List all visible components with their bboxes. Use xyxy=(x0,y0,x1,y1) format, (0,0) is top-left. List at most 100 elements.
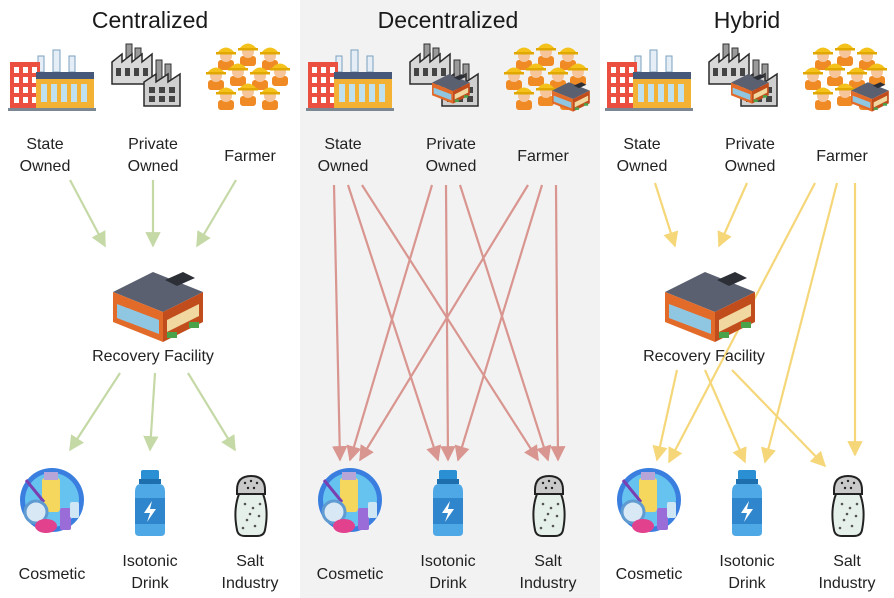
centralized-arrow-state-to-facility xyxy=(69,179,106,248)
decentralized-arrow-0-to-2 xyxy=(361,184,539,462)
centralized-source-label-2: Farmer xyxy=(224,148,276,165)
hybrid-arrow-facility-to-drink xyxy=(703,369,747,464)
decentralized-arrow-0-to-0 xyxy=(331,184,348,462)
centralized-title: Centralized xyxy=(92,7,208,33)
arrows-layer xyxy=(69,179,863,468)
decentralized-arrow-1-to-0 xyxy=(346,184,434,462)
decentralized-output-label-0-line: Cosmetic xyxy=(317,566,384,583)
farmer-group-icon xyxy=(504,43,590,112)
decentralized-source-label-0-line: State xyxy=(324,136,361,153)
isotonic-drink-bottle-icon xyxy=(135,470,165,536)
hybrid-arrow-facility-to-salt xyxy=(731,369,827,468)
decentralized-arrow-2-to-1 xyxy=(454,184,544,462)
decentralized-source-label-2-line: Farmer xyxy=(517,148,569,165)
hybrid-arrow-state-to-facility xyxy=(653,182,679,248)
centralized-facility-label: Recovery Facility xyxy=(92,348,214,365)
decentralized-arrow-0-to-1 xyxy=(346,184,442,462)
hybrid-facility-label: Recovery Facility xyxy=(643,348,765,365)
hybrid-output-label-0: Cosmetic xyxy=(616,566,683,583)
cosmetic-icon xyxy=(20,468,84,533)
decentralized-title: Decentralized xyxy=(378,7,519,33)
decentralized-source-label-0-line: Owned xyxy=(318,158,369,175)
decentralized-arrow-2-to-0 xyxy=(359,184,529,462)
cosmetic-icon xyxy=(318,468,382,533)
centralized-output-label-0-line: Cosmetic xyxy=(19,566,86,583)
salt-shaker-icon xyxy=(234,474,268,537)
hybrid-arrow-farmer-to-drink xyxy=(761,182,839,464)
private-factory-icon xyxy=(111,43,181,107)
decentralized-output-label-1-line: Drink xyxy=(429,575,467,592)
hybrid-arrow-facility-to-cosmetic xyxy=(652,369,679,462)
hybrid-source-label-1-line: Private xyxy=(725,136,775,153)
hybrid-arrow-private-to-facility xyxy=(717,182,749,248)
salt-shaker-icon xyxy=(831,474,865,537)
hybrid-source-label-0-line: State xyxy=(623,136,660,153)
cosmetic-icon xyxy=(617,468,681,533)
state-owned-factory-icon xyxy=(306,49,394,111)
hybrid-source-label-1-line: Owned xyxy=(725,158,776,175)
recovery-facility-icon xyxy=(113,272,203,342)
hybrid-output-label-1-line: Isotonic xyxy=(719,553,774,570)
centralized-source-label-1-line: Private xyxy=(128,136,178,153)
decentralized-source-label-1-line: Private xyxy=(426,136,476,153)
hybrid-output-label-1-line: Drink xyxy=(728,575,766,592)
isotonic-drink-bottle-icon xyxy=(732,470,762,536)
farmer-group-icon xyxy=(206,43,290,110)
centralized-facility-label-line: Recovery Facility xyxy=(92,348,214,365)
centralized-output-label-1-line: Isotonic xyxy=(122,553,177,570)
hybrid-source-label-2-line: Farmer xyxy=(816,148,868,165)
centralized-output-label-2-line: Industry xyxy=(222,575,279,592)
decentralized-output-label-1-line: Isotonic xyxy=(420,553,475,570)
centralized-output-label-2-line: Salt xyxy=(236,553,264,570)
centralized-source-label-0-line: State xyxy=(26,136,63,153)
centralized-output-label-1-line: Drink xyxy=(131,575,169,592)
centralized-source-label-1-line: Owned xyxy=(128,158,179,175)
hybrid-facility-label-line: Recovery Facility xyxy=(643,348,765,365)
state-owned-factory-icon xyxy=(8,49,96,111)
centralized-arrow-farmer-to-facility xyxy=(196,179,237,248)
centralized-source-label-2-line: Farmer xyxy=(224,148,276,165)
centralized-source-label-0-line: Owned xyxy=(20,158,71,175)
hybrid-source-label-2: Farmer xyxy=(816,148,868,165)
decentralized-source-label-2: Farmer xyxy=(517,148,569,165)
decentralized-output-label-2-line: Salt xyxy=(534,553,562,570)
decentralized-source-label-1-line: Owned xyxy=(426,158,477,175)
centralized-arrow-facility-to-cosmetic xyxy=(69,372,121,452)
decentralized-arrow-1-to-2 xyxy=(458,184,552,462)
hybrid-output-label-2-line: Industry xyxy=(819,575,876,592)
centralized-arrow-facility-to-salt xyxy=(187,372,236,452)
hybrid-output-label-0-line: Cosmetic xyxy=(616,566,683,583)
private-factory-icon xyxy=(409,43,479,107)
decentralized-output-label-2-line: Industry xyxy=(520,575,577,592)
hybrid-output-label-2-line: Salt xyxy=(833,553,861,570)
state-owned-factory-icon xyxy=(605,49,693,111)
decentralized-arrow-2-to-2 xyxy=(550,184,566,462)
hybrid-title: Hybrid xyxy=(714,7,780,33)
isotonic-drink-bottle-icon xyxy=(433,470,463,536)
decentralized-arrow-1-to-1 xyxy=(440,184,456,462)
centralized-output-label-0: Cosmetic xyxy=(19,566,86,583)
icons-layer xyxy=(8,43,889,537)
salt-shaker-icon xyxy=(532,474,566,537)
recovery-facility-icon xyxy=(665,272,755,342)
farmer-group-icon xyxy=(803,43,889,112)
centralized-arrow-facility-to-drink xyxy=(143,372,159,452)
decentralized-output-label-0: Cosmetic xyxy=(317,566,384,583)
hybrid-source-label-0-line: Owned xyxy=(617,158,668,175)
private-factory-icon xyxy=(708,43,778,107)
